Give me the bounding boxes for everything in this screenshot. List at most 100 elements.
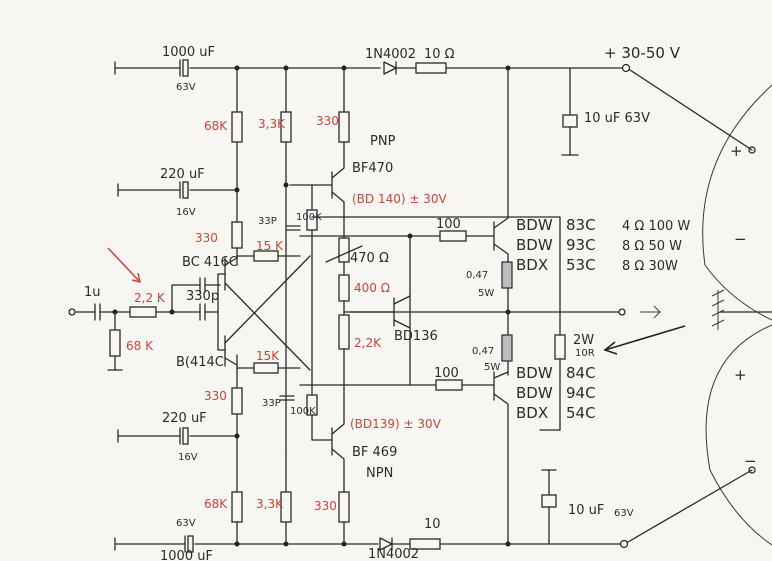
- r330-mid-top-label: 330: [195, 231, 218, 245]
- table-bottom-part-1: BDW: [516, 384, 553, 402]
- r047-bottom-watt: 5W: [484, 362, 500, 373]
- c220-bottom-label: 220 uF: [162, 411, 207, 426]
- r470-body: [338, 237, 350, 263]
- c10-top-body: [562, 114, 578, 128]
- c1000-bottom-voltage: 63V: [176, 518, 196, 529]
- diode-bottom-symbol: [379, 537, 393, 551]
- table-top-part-0: BDW: [516, 216, 553, 234]
- r68k-bottom-body: [231, 491, 243, 523]
- chassis-ground-icon: [711, 289, 725, 330]
- input-terminal: [68, 308, 76, 316]
- c220-top-voltage: 16V: [176, 207, 196, 218]
- red-arrow-icon: [107, 247, 141, 283]
- r2w-label: 2W: [573, 333, 594, 348]
- r15k-top-label: 15 K: [256, 239, 284, 253]
- speaker-mark-0: +: [730, 142, 743, 160]
- output-arrow-icon: [640, 305, 661, 319]
- r330-bottom-body: [338, 491, 350, 523]
- r100-top-body: [439, 230, 467, 242]
- r10r-label: 10R: [575, 348, 595, 359]
- bd139-label: (BD139) ± 30V: [350, 417, 442, 431]
- top-rail-label: + 30-50 V: [604, 44, 681, 62]
- c1000-bottom-label: 1000 uF: [160, 549, 213, 561]
- bc414-label: B(414C: [176, 355, 224, 370]
- r15k-bottom-label: 15K: [256, 349, 280, 363]
- bf469-label: BF 469: [352, 445, 397, 460]
- table-bottom-part-2: BDX: [516, 404, 548, 422]
- r330-mid-top-body: [231, 221, 243, 249]
- table-bottom-num-1: 94C: [566, 384, 596, 402]
- output-table-top: BDW 83C 4 Ω 100 W BDW 93C 8 Ω 50 W BDX 5…: [516, 216, 690, 274]
- c330p-label: 330p: [186, 289, 219, 304]
- r047-top-watt: 5W: [478, 288, 494, 299]
- c1000-top-label: 1000 uF: [162, 45, 215, 60]
- diode-top-label: 1N4002: [365, 47, 416, 62]
- table-bottom-num-0: 84C: [566, 364, 596, 382]
- r10-top-body: [415, 62, 447, 74]
- black-arrow-icon: [604, 325, 686, 351]
- output-table-bottom: BDW 84C BDW 94C BDX 54C: [516, 364, 596, 422]
- table-top-spec-0: 4 Ω 100 W: [622, 219, 690, 234]
- r3k3-top-label: 3,3K: [258, 117, 286, 131]
- r68k-input-label: 68 K: [126, 339, 154, 353]
- speaker-bottom-outline: [705, 324, 772, 546]
- bf470-label: BF470: [352, 161, 393, 176]
- pot-wiper: [325, 245, 363, 263]
- r047-bottom-label: 0,47: [472, 346, 494, 357]
- r10-bottom-label: 10: [424, 517, 441, 532]
- c10-top-label: 10 uF 63V: [584, 111, 650, 126]
- c33p-top-label: 33P: [258, 216, 277, 227]
- diode-bottom-label: 1N4002: [368, 547, 419, 561]
- table-top-spec-2: 8 Ω 30W: [622, 259, 678, 274]
- table-top-spec-1: 8 Ω 50 W: [622, 239, 682, 254]
- r330-mid-bottom-label: 330: [204, 389, 227, 403]
- bd136-label: BD136: [394, 329, 438, 344]
- r400-label: 400 Ω: [354, 281, 390, 295]
- c220-bottom-voltage: 16V: [178, 452, 198, 463]
- r2k2-mid-label: 2,2K: [354, 336, 382, 350]
- c10-bottom-label: 10 uF: [568, 503, 604, 518]
- speaker-top-wire: [629, 69, 753, 151]
- r400-body: [338, 274, 350, 302]
- c1000-top-voltage: 63V: [176, 82, 196, 93]
- speaker-mark-2: +: [734, 366, 747, 384]
- r68k-top-body: [231, 111, 243, 143]
- bd140-label: (BD 140) ± 30V: [352, 192, 448, 206]
- r100-bottom-body: [435, 379, 463, 391]
- r2k2-mid-body: [338, 314, 350, 350]
- c10-bottom-body: [541, 494, 557, 508]
- r330-bottom-label: 330: [314, 499, 337, 513]
- input-cap-label: 1u: [84, 285, 101, 300]
- r100k-bottom-label: 100K: [290, 406, 316, 417]
- r3k3-bottom-label: 3,3K: [256, 497, 284, 511]
- r10r-body: [554, 334, 566, 360]
- table-top-num-1: 93C: [566, 236, 596, 254]
- r68k-input-body: [109, 329, 121, 357]
- r047-top-body: [501, 261, 513, 289]
- top-rail-terminal: [621, 63, 631, 73]
- r330-top-label: 330: [316, 114, 339, 128]
- r2k2-input-label: 2,2 K: [134, 291, 166, 305]
- r100k-top-label: 100K: [296, 212, 322, 223]
- r2k2-input-body: [129, 306, 157, 318]
- table-top-num-2: 53C: [566, 256, 596, 274]
- speaker-bottom-wire: [627, 469, 753, 543]
- speaker-mark-1: −: [734, 230, 747, 248]
- c10-bottom-voltage: 63V: [614, 508, 634, 519]
- r15k-bottom-body: [253, 362, 279, 374]
- table-bottom-num-2: 54C: [566, 404, 596, 422]
- r68k-top-label: 68K: [204, 119, 228, 133]
- r100-bottom-label: 100: [434, 366, 459, 381]
- r330-top-body: [338, 111, 350, 143]
- r10-top-label: 10 Ω: [424, 47, 455, 62]
- table-top-part-2: BDX: [516, 256, 548, 274]
- r100-top-label: 100: [436, 217, 461, 232]
- c33p-bottom-label: 33P: [262, 398, 281, 409]
- r047-bottom-body: [501, 334, 513, 362]
- table-top-num-0: 83C: [566, 216, 596, 234]
- c220-top-label: 220 uF: [160, 167, 205, 182]
- r330-mid-bottom-body: [231, 387, 243, 415]
- speaker-top-outline: [702, 84, 772, 321]
- bc416-label: BC 416C: [182, 255, 238, 270]
